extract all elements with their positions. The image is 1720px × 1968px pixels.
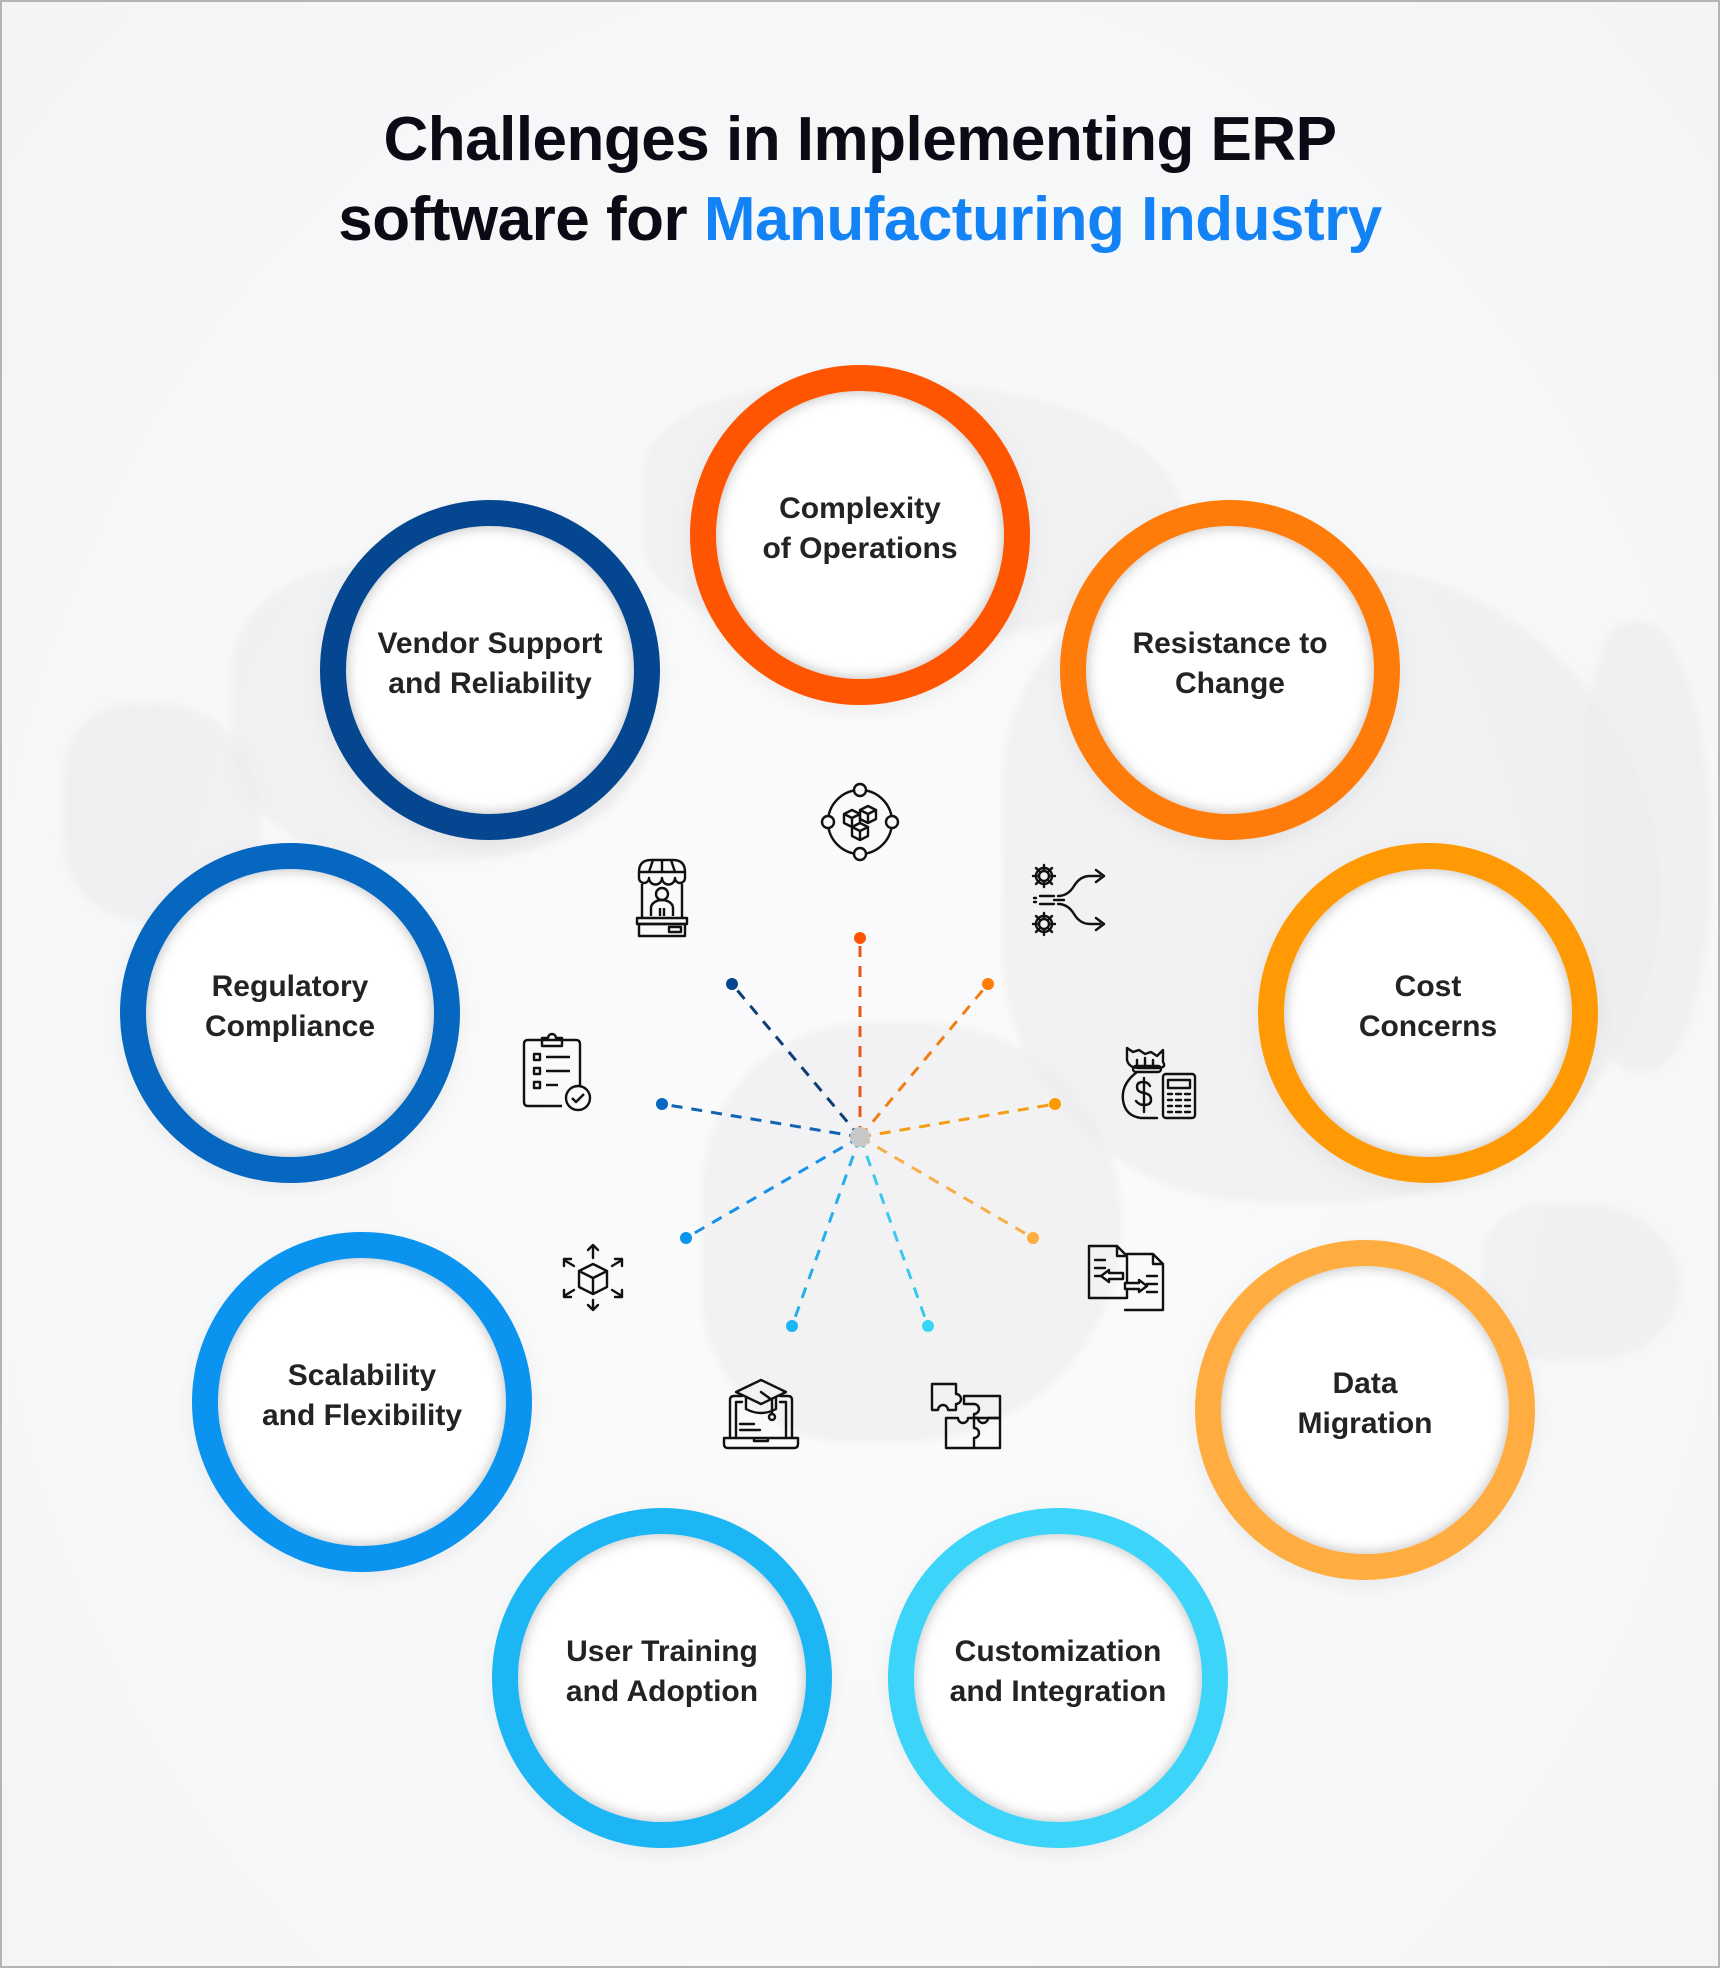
spoke-dot-customization — [922, 1320, 934, 1332]
spoke-dot-user-training — [786, 1320, 798, 1332]
challenge-scalability: Scalability and Flexibility — [192, 1232, 532, 1572]
title-line-1: Challenges in Implementing ERP — [383, 105, 1337, 174]
challenge-regulatory: Regulatory Compliance — [120, 843, 460, 1183]
title-accent: Manufacturing Industry — [703, 185, 1382, 254]
spoke-dot-scalability — [680, 1232, 692, 1244]
document-transfer-icon — [1087, 1244, 1165, 1314]
challenge-label: Resistance to Change — [1132, 627, 1328, 700]
puzzle-icon — [930, 1380, 1004, 1452]
page-title: Challenges in Implementing ERP software … — [0, 100, 1720, 260]
clipboard-check-icon — [522, 1032, 594, 1114]
challenge-label: Cost Concerns — [1358, 970, 1498, 1043]
spoke-regulatory — [661, 1102, 861, 1139]
spoke-dot-resistance — [982, 978, 994, 990]
challenge-label: Regulatory Compliance — [204, 970, 376, 1043]
spoke-user-training — [790, 1136, 862, 1327]
hub-center — [850, 1127, 870, 1147]
spoke-customization — [858, 1136, 930, 1327]
gears-split-arrows-icon — [1030, 862, 1110, 940]
challenge-label: Vendor Support and Reliability — [377, 627, 603, 700]
challenge-resistance: Resistance to Change — [1060, 500, 1400, 840]
laptop-graduation-cap-icon — [722, 1376, 800, 1452]
challenge-cost: Cost Concerns — [1258, 843, 1598, 1183]
money-bag-calculator-icon — [1117, 1044, 1197, 1122]
spoke-resistance — [858, 983, 990, 1138]
title-line-2: software for Manufacturing Industry — [0, 180, 1720, 260]
challenge-data-migration: Data Migration — [1195, 1240, 1535, 1580]
spoke-dot-complexity — [854, 932, 866, 944]
vendor-kiosk-icon — [633, 856, 691, 938]
spoke-cost — [859, 1102, 1056, 1139]
challenge-label: Complexity of Operations — [762, 492, 958, 565]
challenge-user-training: User Training and Adoption — [492, 1508, 832, 1848]
spoke-dot-regulatory — [656, 1098, 668, 1110]
map-texture — [1582, 622, 1712, 1072]
challenge-customization: Customization and Integration — [888, 1508, 1228, 1848]
orbit-cubes-icon — [820, 782, 900, 862]
challenge-vendor: Vendor Support and Reliability — [320, 500, 660, 840]
spoke-dot-cost — [1049, 1098, 1061, 1110]
challenge-complexity: Complexity of Operations — [690, 365, 1030, 705]
title-line-2-prefix: software for — [338, 185, 704, 254]
spoke-vendor — [730, 983, 862, 1138]
spoke-dot-data-migration — [1027, 1232, 1039, 1244]
spoke-data-migration — [859, 1135, 1034, 1240]
challenge-label: User Training and Adoption — [565, 1635, 759, 1708]
challenge-label: Customization and Integration — [949, 1635, 1167, 1708]
challenge-label: Data Migration — [1297, 1367, 1433, 1440]
spoke-dot-vendor — [726, 978, 738, 990]
challenge-label: Scalability and Flexibility — [261, 1359, 463, 1432]
spoke-scalability — [685, 1135, 861, 1240]
cube-expand-arrows-icon — [560, 1242, 626, 1312]
